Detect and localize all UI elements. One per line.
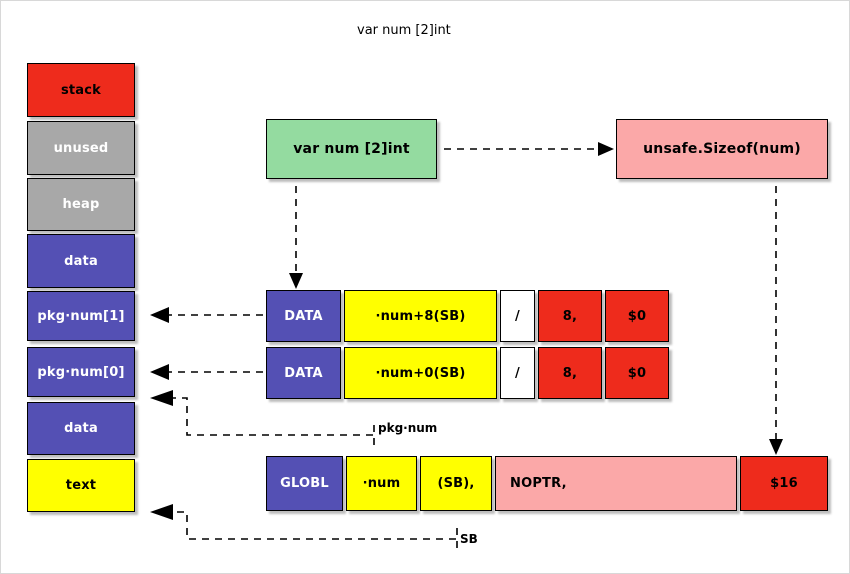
data-row-2-symbol: ·num+0(SB) xyxy=(344,347,497,399)
data-row-1-value: $0 xyxy=(605,290,669,342)
data-row-1-symbol: ·num+8(SB) xyxy=(344,290,497,342)
connector-label-pkg-num: pkg·num xyxy=(378,421,438,435)
memory-block-label: unused xyxy=(53,140,109,156)
memory-block-label: data xyxy=(64,421,98,436)
cell-text: (SB), xyxy=(437,476,475,491)
data-row-2-directive: DATA xyxy=(266,347,341,399)
wire-pkg-num-elbow xyxy=(173,397,373,436)
memory-block-label: data xyxy=(64,253,98,269)
cell-text: ·num xyxy=(362,476,401,491)
data-row-2-value: $0 xyxy=(605,347,669,399)
cell-text: / xyxy=(515,308,520,324)
memory-block-pkg-num-1: pkg·num[1] xyxy=(27,291,135,341)
sizeof-label: unsafe.Sizeof(num) xyxy=(643,141,801,157)
globl-row-size: $16 xyxy=(740,456,828,511)
arrowhead-data2-to-pkgnum0 xyxy=(150,364,169,380)
globl-row-symbol: ·num xyxy=(346,456,417,511)
memory-block-label: pkg·num[1] xyxy=(37,308,125,324)
memory-block-label: heap xyxy=(62,197,100,212)
arrowhead-pkg-num xyxy=(150,390,173,406)
data-row-1-directive: DATA xyxy=(266,290,341,342)
arrowhead-decl-to-sizeof xyxy=(598,142,614,156)
memory-block-unused: unused xyxy=(27,121,135,175)
cell-text: 8, xyxy=(562,308,578,324)
page-title: var num [2]int xyxy=(357,23,451,38)
globl-row-flags: NOPTR, xyxy=(495,456,737,511)
memory-block-data-lower: data xyxy=(27,402,135,455)
data-row-2-separator: / xyxy=(500,347,535,399)
memory-block-label: text xyxy=(65,478,97,493)
cell-text: $0 xyxy=(627,365,647,381)
globl-row-base: (SB), xyxy=(420,456,492,511)
arrowhead-decl-to-data xyxy=(289,273,303,289)
arrowhead-sizeof-to-size xyxy=(769,439,783,455)
cell-text: NOPTR, xyxy=(510,476,567,491)
data-row-1-size: 8, xyxy=(538,290,602,342)
cell-text: DATA xyxy=(284,365,323,381)
cell-text: GLOBL xyxy=(280,476,329,491)
cell-text: ·num+8(SB) xyxy=(375,308,466,324)
memory-block-heap: heap xyxy=(27,178,135,231)
memory-block-pkg-num-0: pkg·num[0] xyxy=(27,347,135,397)
arrowhead-sb xyxy=(150,504,173,520)
memory-block-data-upper: data xyxy=(27,234,135,288)
connector-label-sb: SB xyxy=(460,532,478,546)
declaration-box: var num [2]int xyxy=(266,119,437,179)
memory-block-label: pkg·num[0] xyxy=(37,364,125,380)
globl-row-directive: GLOBL xyxy=(266,456,343,511)
cell-text: / xyxy=(515,365,520,381)
data-row-1-separator: / xyxy=(500,290,535,342)
data-row-2-size: 8, xyxy=(538,347,602,399)
wire-sb-elbow xyxy=(173,511,456,540)
memory-block-stack: stack xyxy=(27,63,135,117)
cell-text: DATA xyxy=(284,308,323,324)
cell-text: 8, xyxy=(562,365,578,381)
arrowhead-data1-to-pkgnum1 xyxy=(150,307,169,323)
cell-text: $16 xyxy=(770,476,798,491)
cell-text: $0 xyxy=(627,308,647,324)
declaration-label: var num [2]int xyxy=(293,141,410,157)
memory-block-text: text xyxy=(27,459,135,512)
sizeof-box: unsafe.Sizeof(num) xyxy=(616,119,828,179)
memory-block-label: stack xyxy=(60,82,102,98)
cell-text: ·num+0(SB) xyxy=(375,365,466,381)
